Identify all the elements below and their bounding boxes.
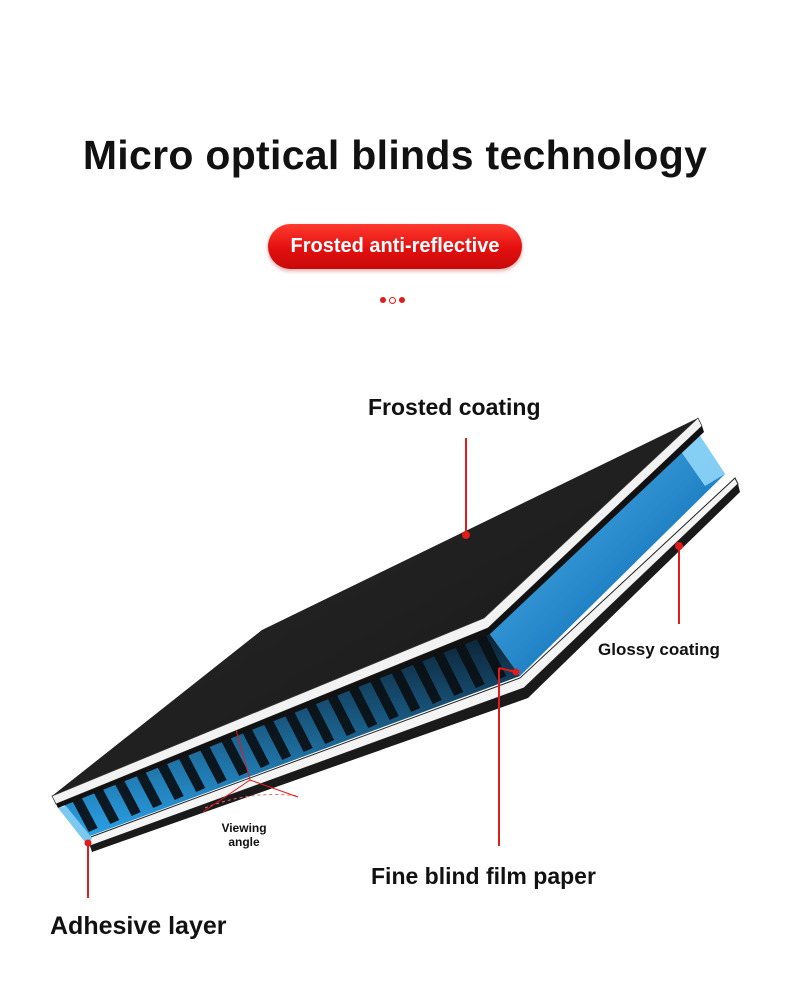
blind-slat <box>431 646 464 696</box>
glossy-coating-point <box>675 542 683 550</box>
blind-slat <box>410 655 442 704</box>
viewing-angle-arc <box>204 794 299 809</box>
frosted-coating-point <box>462 531 470 539</box>
viewing-angle-axis <box>235 729 251 781</box>
adhesive-layer-label: Adhesive layer <box>50 912 227 940</box>
viewing-angle-ray-2 <box>249 779 299 798</box>
blind-slat <box>199 744 227 784</box>
blind-slat <box>262 717 292 760</box>
dot-icon <box>399 297 405 303</box>
blind-slat <box>178 753 206 792</box>
fine-blind-point <box>512 668 520 676</box>
blind-slat <box>304 699 335 744</box>
viewing-angle-label-line2: angle <box>228 835 260 849</box>
blind-slat <box>220 735 249 776</box>
frosted-top-surface <box>52 418 698 796</box>
left-end-section <box>58 806 92 846</box>
blind-slat <box>93 788 120 824</box>
viewing-angle-label: Viewing angle <box>216 821 272 849</box>
frosted-anti-reflective-badge: Frosted anti-reflective <box>268 224 522 269</box>
right-end-highlight <box>680 436 725 486</box>
viewing-angle-label-line1: Viewing <box>221 821 267 835</box>
page-title: Micro optical blinds technology <box>82 132 708 178</box>
blind-slat <box>346 681 378 728</box>
frosted-coating-label: Frosted coating <box>368 394 541 420</box>
blind-slat <box>114 779 141 816</box>
blind-slat <box>72 797 98 832</box>
blind-slat <box>283 708 313 752</box>
blind-slat <box>156 761 184 800</box>
viewing-angle-ray-1 <box>202 779 251 813</box>
blind-slat <box>452 637 485 688</box>
glossy-coating-label: Glossy coating <box>598 640 720 659</box>
adhesive-point <box>84 839 92 847</box>
right-end-blue-section <box>484 436 725 676</box>
dot-icon <box>380 297 386 303</box>
blind-slat <box>473 628 507 680</box>
decorative-dots <box>380 297 405 304</box>
fine-blind-film-label: Fine blind film paper <box>371 863 596 889</box>
blind-slats <box>72 628 507 832</box>
blind-slat <box>367 672 399 720</box>
dot-hollow-icon <box>389 297 396 304</box>
blind-slat <box>389 664 421 712</box>
blind-slat <box>135 770 163 808</box>
blind-slat <box>241 726 270 768</box>
blind-slat <box>325 690 356 736</box>
